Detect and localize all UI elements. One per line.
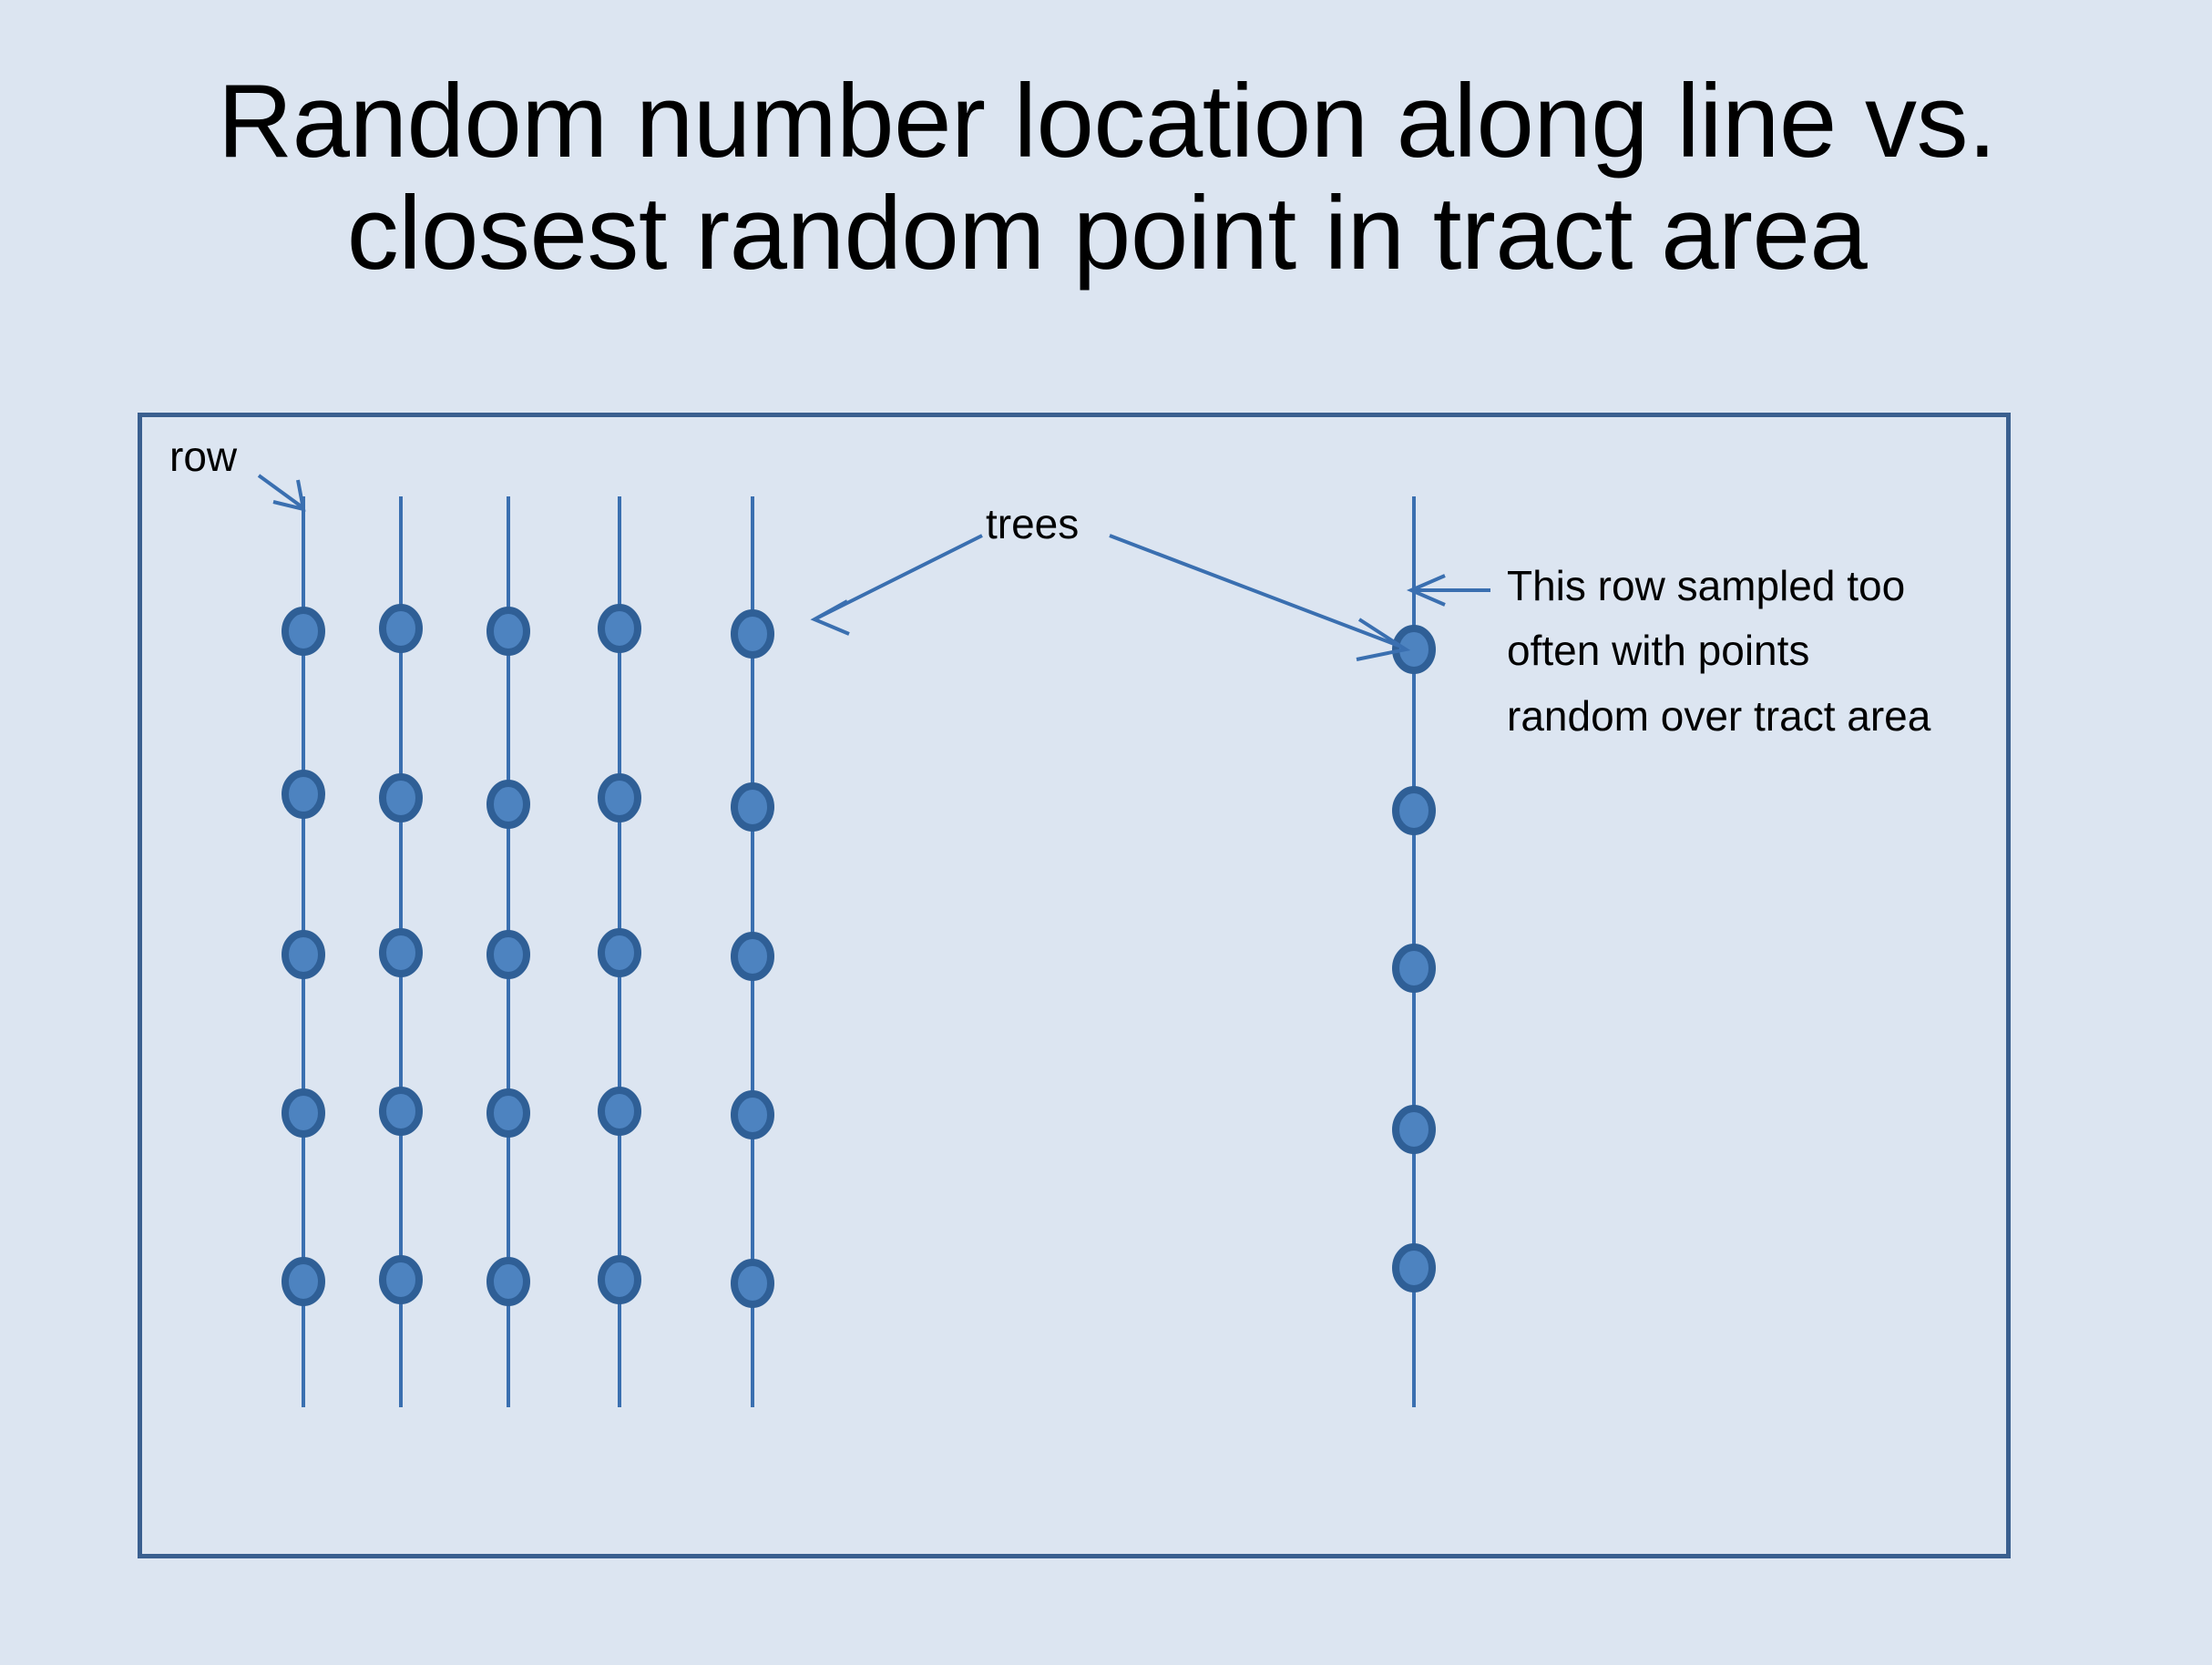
trees-label: trees xyxy=(986,500,1080,547)
title-line-1: Random number location along line vs. xyxy=(217,64,1997,179)
oversampled-row-callout: This row sampled too often with points r… xyxy=(1507,562,1931,740)
row-label: row xyxy=(169,433,238,480)
diagram-frame xyxy=(138,413,2011,1558)
page-title: Random number location along line vs. cl… xyxy=(109,66,2104,290)
title-line-2: closest random point in tract area xyxy=(346,176,1868,292)
